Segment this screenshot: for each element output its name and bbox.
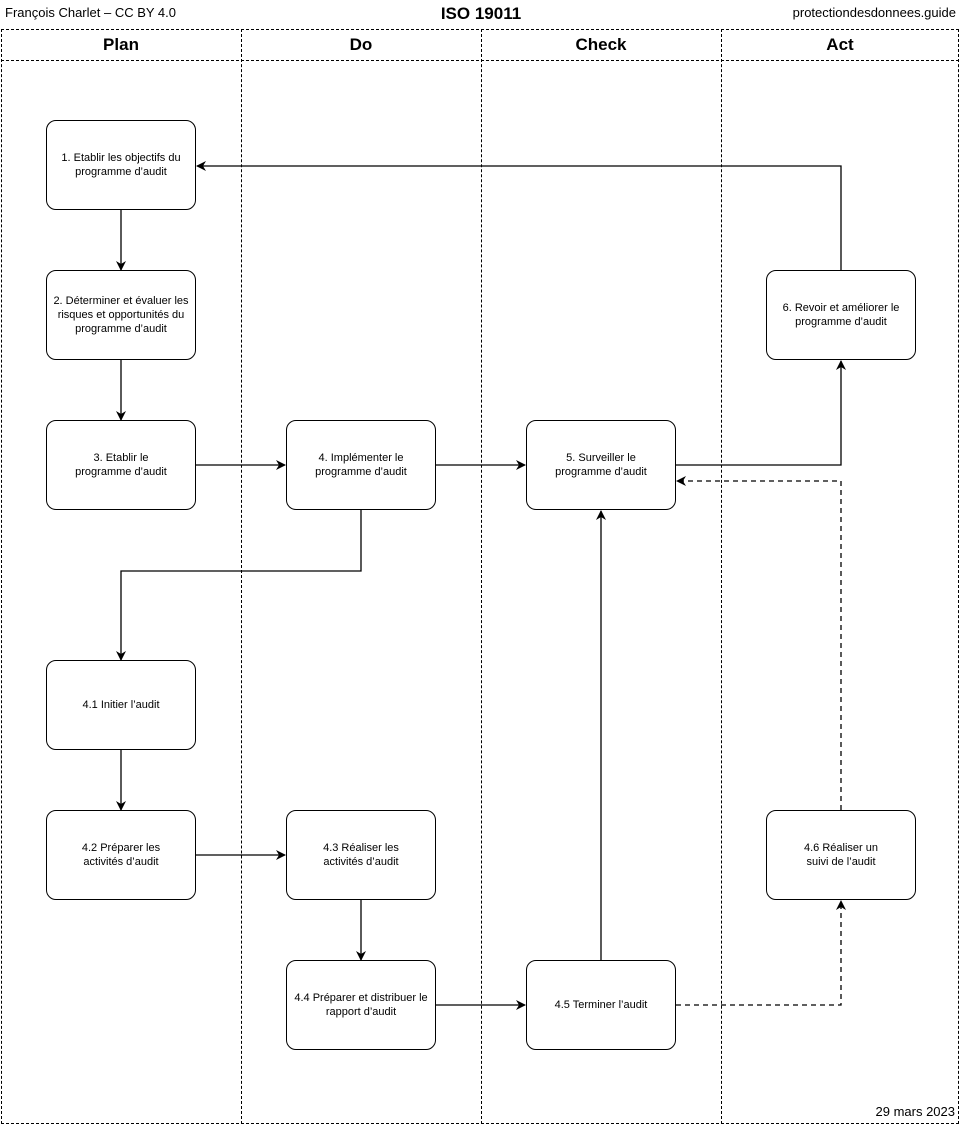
column-act: Act (826, 35, 854, 54)
dashed-arrow-4-5-to-4-6 (676, 900, 846, 1006)
step-5-box: 5. Surveiller le programme d’audit (526, 420, 676, 510)
step-4-5-box: 4.5 Terminer l’audit (526, 960, 676, 1050)
step-2-box: 2. Déterminer et évaluer les risques et … (46, 270, 196, 360)
lane-separator (241, 29, 242, 1124)
step-4-2-box: 4.2 Préparer les activités d’audit (46, 810, 196, 900)
step-4-3-box: 4.3 Réaliser les activités d’audit (286, 810, 436, 900)
date-label: 29 mars 2023 (875, 1104, 956, 1119)
step-4-6-box: 4.6 Réaliser un suivi de l’audit (766, 810, 916, 900)
column-do: Do (349, 35, 373, 54)
step-4-5-label: 4.5 Terminer l’audit (554, 999, 648, 1011)
step-4-3-label: 4.3 Réaliser les activités d’audit (323, 842, 399, 868)
step-3-box: 3. Etablir le programme d’audit (46, 420, 196, 510)
author-credit: François Charlet – CC BY 4.0 (5, 5, 176, 20)
column-check: Check (575, 35, 627, 54)
arrow-5-to-6 (676, 360, 846, 466)
step-4-4-box: 4.4 Préparer et distribuer le rapport d’… (286, 960, 436, 1050)
header-separator (1, 60, 959, 61)
arrow-4-to-4-1 (116, 510, 362, 661)
lane-separator (721, 29, 722, 1124)
dashed-arrow-4-6-to-5 (676, 476, 842, 810)
source-site: protectiondesdonnees.guide (792, 5, 956, 20)
column-plan: Plan (103, 35, 139, 54)
step-4-2-label: 4.2 Préparer les activités d’audit (81, 842, 161, 868)
swimlane-frame (1, 29, 959, 1124)
step-4-label: 4. Implémenter le programme d’audit (315, 452, 407, 478)
step-6-box: 6. Revoir et améliorer le programme d’au… (766, 270, 916, 360)
step-4-4-label: 4.4 Préparer et distribuer le rapport d’… (294, 992, 428, 1018)
diagram-title: ISO 19011 (440, 4, 522, 23)
step-2-label: 2. Déterminer et évaluer les risques et … (53, 295, 189, 335)
step-5-label: 5. Surveiller le programme d’audit (555, 452, 647, 478)
step-1-label: 1. Etablir les objectifs du programme d’… (61, 152, 181, 178)
lane-separator (481, 29, 482, 1124)
step-4-6-label: 4.6 Réaliser un suivi de l’audit (804, 842, 878, 868)
step-6-label: 6. Revoir et améliorer le programme d’au… (782, 302, 900, 328)
step-3-label: 3. Etablir le programme d’audit (75, 452, 167, 478)
step-4-box: 4. Implémenter le programme d’audit (286, 420, 436, 510)
step-1-box: 1. Etablir les objectifs du programme d’… (46, 120, 196, 210)
step-4-1-box: 4.1 Initier l’audit (46, 660, 196, 750)
step-4-1-label: 4.1 Initier l’audit (82, 699, 160, 711)
arrow-6-to-1 (196, 161, 842, 270)
